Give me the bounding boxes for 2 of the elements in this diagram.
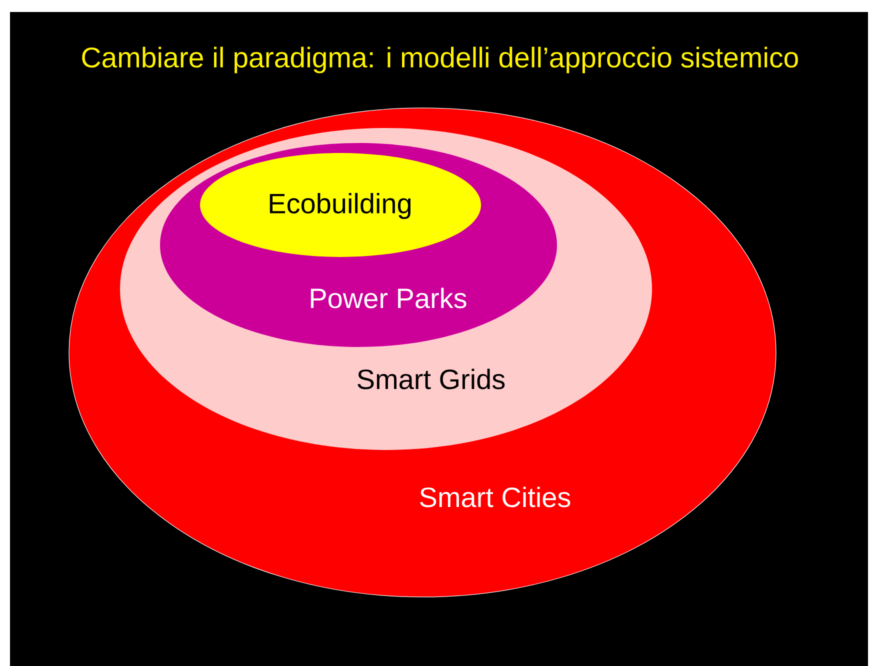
title: Cambiare il paradigma: i modelli dell’approccio sistemico	[82, 46, 798, 74]
ellipse-region: Ecobuilding	[200, 153, 481, 257]
